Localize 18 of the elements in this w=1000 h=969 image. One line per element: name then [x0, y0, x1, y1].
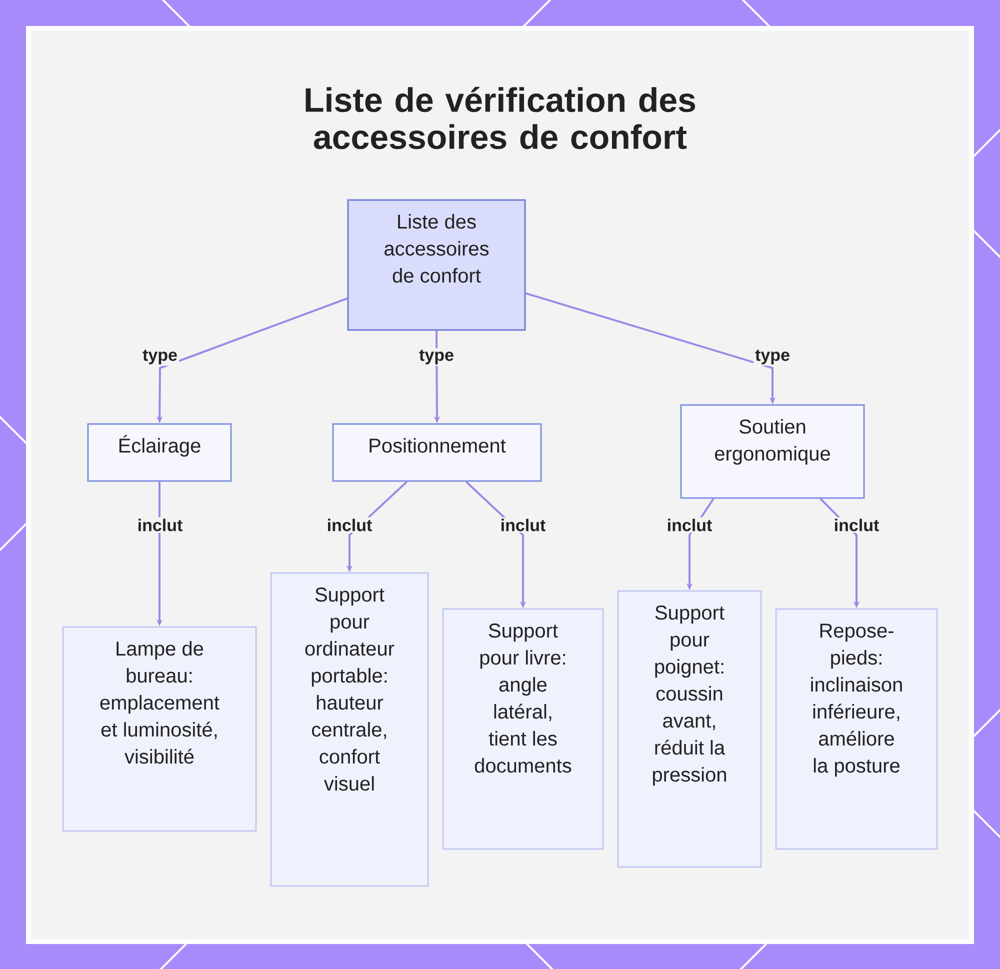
- edge-label: inclut: [498, 517, 548, 533]
- edge-label: inclut: [832, 517, 881, 533]
- edge-label: inclut: [325, 517, 374, 533]
- edge-label: type: [418, 348, 456, 366]
- edge-label: inclut: [665, 517, 714, 533]
- category-box: Soutien ergonomique: [680, 404, 865, 499]
- title: Liste de vérification des accessoires de confort: [306, 86, 696, 150]
- item-box: Support pour livre: angle latéral, tient les documents: [442, 608, 604, 850]
- edge-label: type: [141, 348, 179, 366]
- item-box: Support pour ordinateur portable: hauteur centrale, confort visuel: [270, 572, 429, 887]
- edge-label: type: [754, 348, 792, 366]
- category-box: Éclairage: [87, 423, 232, 482]
- edge-label: inclut: [136, 517, 184, 533]
- item-box: Support pour poignet: coussin avant, réduit la pression: [617, 590, 762, 868]
- category-box: Positionnement: [332, 423, 542, 482]
- item-box: Lampe de bureau: emplacement et luminosité, visibilité: [62, 626, 257, 832]
- item-box: Repose-pieds: inclinaison inférieure, améliore la posture: [775, 608, 938, 850]
- topic-box: Liste des accessoires de confort: [347, 199, 526, 331]
